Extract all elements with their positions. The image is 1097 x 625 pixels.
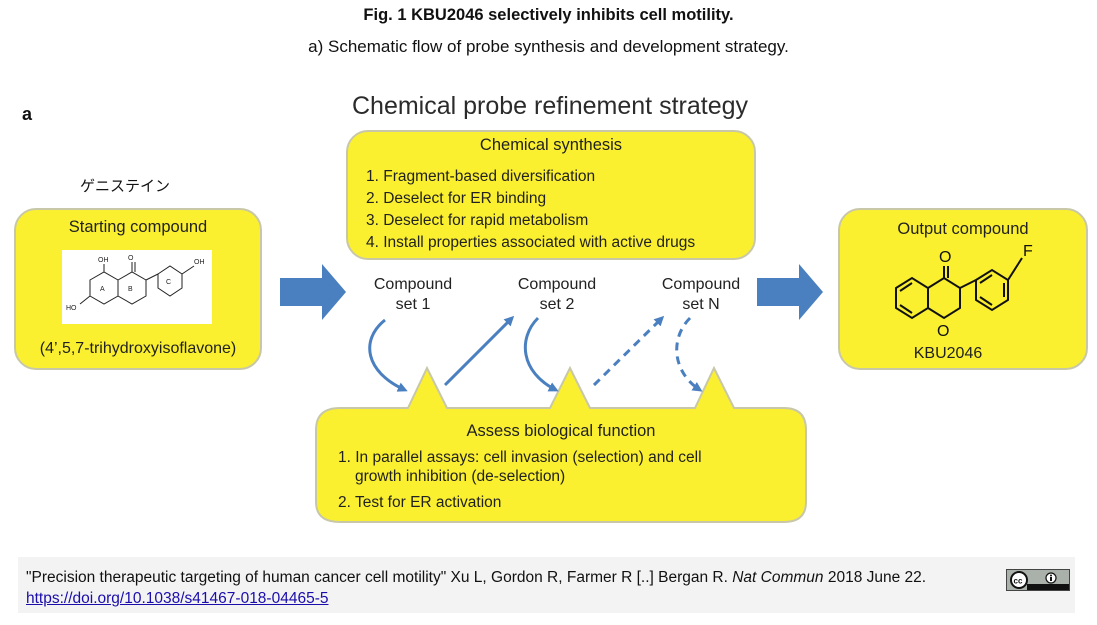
kbu2046-structure: O O F — [895, 243, 1033, 340]
citation-footer — [18, 557, 1075, 613]
assess-item: 2. Test for ER activation — [338, 494, 502, 511]
svg-text:cc: cc — [1014, 577, 1023, 586]
figure-caption-title: Fig. 1 KBU2046 selectively inhibits cell… — [363, 6, 734, 24]
output-compound-heading: Output compound — [897, 220, 1029, 238]
curved-arrow-setN — [675, 316, 703, 392]
citation-suffix: 2018 June 22. — [823, 569, 927, 586]
structure-label: O — [939, 249, 951, 266]
doi-link[interactable]: https://doi.org/10.1038/s41467-018-04465… — [26, 590, 329, 607]
compound-set-line: set N — [682, 296, 720, 313]
starting-compound-heading: Starting compound — [68, 218, 208, 236]
structure-label: OH — [194, 259, 205, 266]
big-arrow-left — [280, 264, 346, 320]
structure-label: HO — [66, 305, 77, 312]
output-compound-box: Output compound — [838, 208, 1088, 370]
ring-label: B — [128, 286, 133, 293]
compound-set-line: set 2 — [539, 296, 575, 313]
ring-label: A — [100, 286, 105, 293]
structure-label: O — [937, 323, 949, 340]
synthesis-step: 2. Deselect for ER binding — [366, 190, 547, 207]
ring-label: C — [166, 279, 171, 286]
assess-list: 1. In parallel assays: cell invasion (se… — [338, 448, 702, 512]
compound-set-line: set 1 — [395, 296, 431, 313]
chemical-synthesis-heading: Chemical synthesis — [479, 136, 623, 154]
compound-set-2-label: Compound set 2 — [502, 275, 612, 315]
synthesis-step: 3. Deselect for rapid metabolism — [366, 212, 589, 229]
citation-prefix: "Precision therapeutic targeting of huma… — [26, 569, 733, 586]
curved-arrow-set2 — [523, 316, 559, 392]
synthesis-step: 4. Install properties associated with ac… — [366, 234, 696, 251]
citation-journal: Nat Commun — [732, 569, 824, 586]
assess-item: 1. In parallel assays: cell invasion (se… — [338, 449, 702, 466]
curved-arrow-set1 — [368, 318, 408, 392]
structure-label: OH — [98, 257, 109, 264]
synthesis-step: 1. Fragment-based diversification — [366, 168, 596, 185]
output-compound-name: KBU2046 — [913, 345, 983, 362]
compound-set-line: Compound — [517, 276, 597, 293]
starting-compound-name: (4’,5,7-trihydroxyisoflavone) — [39, 340, 237, 357]
chemical-synthesis-box: Chemical synthesis 1. Fragment-based div… — [346, 130, 756, 260]
assess-heading: Assess biological function — [466, 422, 656, 440]
panel-letter: a — [22, 104, 33, 124]
big-arrow-right — [757, 264, 823, 320]
diagonal-arrow-to-setN — [592, 315, 665, 387]
diagonal-arrow-to-set2 — [443, 315, 515, 387]
compound-set-line: Compound — [373, 276, 453, 293]
assess-callout-shape — [315, 365, 807, 523]
compound-set-n-label: Compound set N — [646, 275, 756, 315]
structure-label: O — [128, 255, 134, 262]
figure-caption-subtitle: a) Schematic flow of probe synthesis and… — [308, 37, 789, 56]
compound-set-line: Compound — [661, 276, 741, 293]
assess-item-continued: growth inhibition (de-selection) — [355, 468, 566, 485]
genistein-label: ゲニステイン — [80, 178, 171, 195]
genistein-structure: O OH OH HO A B C — [62, 250, 212, 324]
cc-by-icon[interactable]: cc — [1006, 569, 1070, 591]
chemical-synthesis-list: 1. Fragment-based diversification 2. Des… — [366, 168, 695, 256]
citation-text: "Precision therapeutic targeting of huma… — [26, 569, 926, 587]
strategy-title: Chemical probe refinement strategy — [351, 92, 749, 120]
compound-set-1-label: Compound set 1 — [358, 275, 468, 315]
structure-label: F — [1023, 243, 1033, 260]
